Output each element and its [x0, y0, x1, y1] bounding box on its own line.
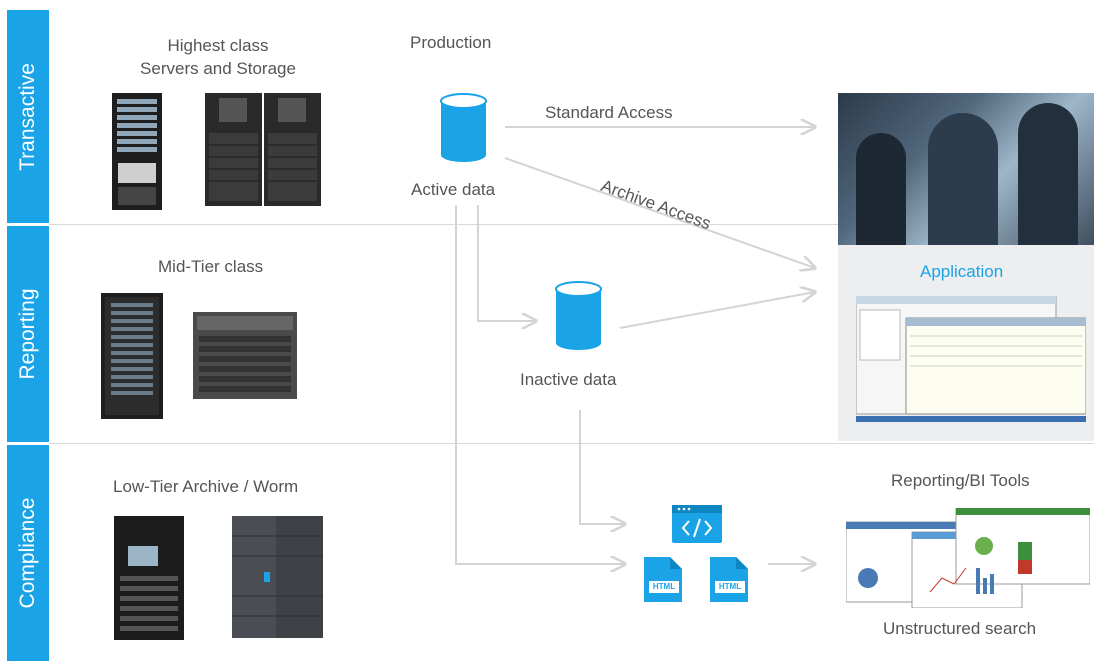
inactive-to-code-arrow — [579, 410, 625, 524]
high-tier-label-line2: Servers and Storage — [140, 59, 296, 78]
tier-separator — [49, 224, 1094, 225]
inactive-data-label: Inactive data — [520, 370, 617, 389]
inactive-database-icon — [555, 281, 602, 350]
inactive-to-application-arrow — [619, 292, 815, 329]
low-tier-label: Low-Tier Archive / Worm — [113, 477, 299, 496]
production-label: Production — [410, 33, 492, 52]
html-file-icon: HTML — [706, 556, 752, 603]
tier-separator — [49, 443, 1094, 444]
worm-storage-image — [232, 516, 323, 638]
active-to-html-arrow — [455, 205, 625, 564]
mid-tier-label: Mid-Tier class — [158, 257, 264, 276]
reporting-tools-label: Reporting/BI Tools — [891, 471, 1030, 490]
active-data-label: Active data — [411, 180, 496, 199]
active-to-inactive-arrow — [477, 205, 536, 321]
storage-cabinet-image — [205, 93, 321, 206]
html-file-icon: HTML — [640, 556, 686, 603]
html-file-label: HTML — [652, 582, 676, 591]
standard-access-label: Standard Access — [545, 103, 673, 122]
archive-access-arrow — [504, 157, 815, 268]
mid-chassis-server-image — [193, 312, 297, 399]
tier-band-reporting: Reporting — [7, 226, 49, 442]
tier-band-compliance: Compliance — [7, 445, 49, 661]
active-database-icon — [440, 93, 487, 162]
code-window-icon — [672, 505, 722, 543]
high-tier-label-line1: Highest class — [167, 36, 269, 55]
application-screenshot — [856, 296, 1086, 422]
tier-band-transactive: Transactive — [7, 10, 49, 223]
high-tier-label: Highest class Servers and Storage — [130, 34, 306, 80]
rack-server-image — [112, 93, 162, 210]
reporting-dashboard-image — [846, 508, 1090, 608]
unstructured-search-label: Unstructured search — [883, 619, 1037, 638]
low-rack-server-image — [114, 516, 184, 640]
mid-rack-server-image — [101, 293, 163, 419]
application-label: Application — [920, 262, 1004, 281]
html-file-label: HTML — [718, 582, 742, 591]
team-photo-image — [838, 93, 1094, 245]
